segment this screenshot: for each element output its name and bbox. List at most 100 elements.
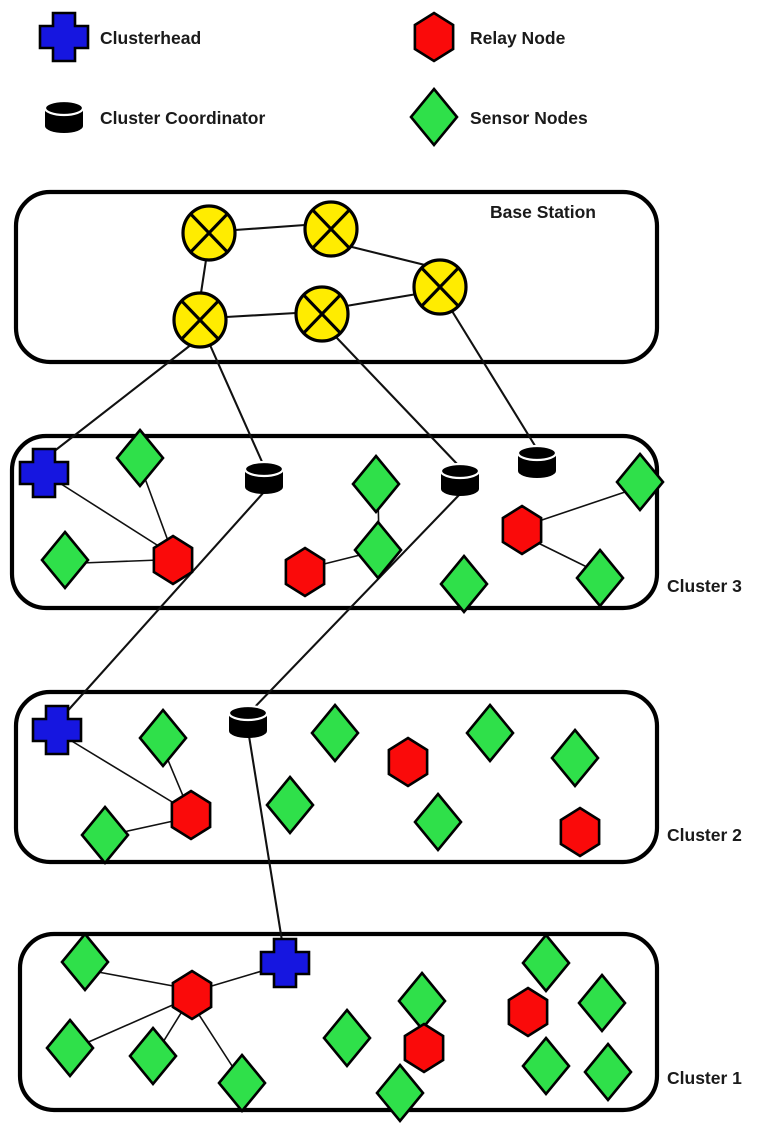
bs-node-cross-stroke (180, 299, 220, 341)
relay-node-c3-relay-1 (152, 534, 194, 586)
intra-link-cluster-3 (142, 472, 172, 550)
base-station-node (303, 200, 359, 258)
legend-label-clusterhead: Clusterhead (100, 28, 201, 48)
backhaul-link-bs4-to-c3-head (46, 342, 194, 458)
sensor-node-c3-s7 (575, 547, 625, 609)
clusterhead-c1-head (259, 937, 311, 989)
region-label-cluster-2: Cluster 2 (667, 825, 742, 845)
base-station-link (350, 245, 427, 267)
relay-node-c3-relay-3 (501, 504, 543, 556)
base-station-node (294, 285, 350, 343)
sensor-node-c2-s2 (80, 804, 130, 866)
cylinder-top (43, 99, 85, 117)
cluster-nodes-layer (18, 427, 665, 1124)
backhaul-link-bs4-to-c3-coord-a (208, 343, 265, 466)
intra-link-cluster-3 (532, 490, 629, 524)
sensor-node-c2-s7 (550, 727, 600, 789)
backhaul-link-bs5-to-c3-coord-b (334, 335, 461, 468)
base-station-nodes-layer (172, 200, 468, 349)
sensor-node-c1-s3 (128, 1025, 178, 1087)
base-station-node (181, 204, 237, 262)
relay-node-c2-relay-3 (559, 806, 601, 858)
relay-node-c2-relay-2 (387, 736, 429, 788)
hexagon-icon (413, 11, 455, 63)
base-station-link (224, 311, 298, 319)
region-label-cluster-3: Cluster 3 (667, 576, 742, 596)
sensor-node-c3-s3 (351, 453, 401, 515)
sensor-node-c1-s5 (322, 1007, 372, 1069)
clusterhead-c2-head (31, 704, 83, 756)
sensor-node-c2-s4 (265, 774, 315, 836)
backhaul-link-c3-coord-a-to-c2-head (61, 490, 266, 718)
sensor-node-c3-s5 (439, 553, 489, 615)
cylinder-top (243, 460, 285, 478)
bs-node-cross-stroke (189, 212, 229, 254)
intra-link-cluster-1 (83, 999, 185, 1045)
sensor-node-c2-s3 (310, 702, 360, 764)
bs-node-cross-stroke (311, 208, 351, 250)
legend-item-relay-node: Relay Node (413, 11, 566, 63)
legend-label-sensor-nodes: Sensor Nodes (470, 108, 588, 128)
sensor-node-c1-s9 (521, 1035, 571, 1097)
sensor-node-c3-s6 (615, 451, 665, 513)
relay-node-c1-relay-2 (507, 986, 549, 1038)
legend-item-clusterhead: Clusterhead (38, 11, 201, 63)
relay-node-c1-relay-1 (171, 969, 213, 1021)
sensor-node-c3-s1 (115, 427, 165, 489)
clusterhead-c3-head (18, 447, 70, 499)
coordinator-c3-coord-c (516, 444, 558, 478)
legend-label-relay-node: Relay Node (470, 28, 566, 48)
base-station-link (344, 292, 419, 308)
bs-node-cross-stroke (302, 293, 342, 335)
base-station-link (199, 258, 208, 295)
region-box-cluster-3 (9, 433, 660, 611)
backhaul-link-bs3-to-c3-coord-c (450, 309, 539, 451)
relay-node-c3-relay-2 (284, 546, 326, 598)
intra-link-cluster-3 (81, 559, 160, 564)
base-station-node (412, 258, 468, 316)
legend-item-cluster-coordinator: Cluster Coordinator (43, 99, 265, 133)
base-station-link (233, 223, 307, 232)
intra-link-cluster-3 (531, 539, 594, 571)
sensor-node-c1-s1 (60, 931, 110, 993)
legend-item-sensor-nodes: Sensor Nodes (409, 86, 588, 148)
cross-icon (38, 11, 90, 63)
backhaul-links-layer (46, 309, 539, 949)
sensor-node-c3-s2 (40, 529, 90, 591)
backhaul-link-c3-coord-b-to-c2-coord (248, 492, 462, 714)
legend-label-cluster-coordinator: Cluster Coordinator (100, 108, 265, 128)
intra-link-cluster-2 (118, 819, 179, 834)
cylinder-top (439, 462, 481, 480)
coordinator-c3-coord-a (243, 460, 285, 494)
intra-link-cluster-1 (193, 1006, 237, 1073)
diamond-icon (409, 86, 459, 148)
intra-link-cluster-2 (69, 739, 183, 809)
intra-link-cluster-1 (97, 971, 185, 989)
sensor-node-c1-s10 (577, 972, 627, 1034)
sensor-node-c2-s1 (138, 707, 188, 769)
sensor-node-c1-s11 (583, 1041, 633, 1103)
relay-node-c1-relay-3 (403, 1022, 445, 1074)
cylinder-icon (43, 99, 85, 133)
base-station-links-layer (199, 223, 427, 319)
sensor-node-c1-s4 (217, 1052, 267, 1114)
bs-node-cross-stroke (420, 266, 460, 308)
coordinator-c3-coord-b (439, 462, 481, 496)
cylinder-top (516, 444, 558, 462)
coordinator-c2-coord (227, 704, 269, 738)
cylinder-top (227, 704, 269, 722)
intra-link-cluster-3 (57, 481, 169, 553)
region-label-cluster-1: Cluster 1 (667, 1068, 742, 1088)
sensor-node-c2-s6 (413, 791, 463, 853)
sensor-node-c1-s8 (521, 932, 571, 994)
backhaul-link-c2-coord-to-c1-head (247, 734, 285, 949)
region-label-base-station: Base Station (490, 202, 596, 222)
sensor-node-c1-s6 (375, 1062, 425, 1124)
relay-node-c2-relay-1 (170, 789, 212, 841)
sensor-node-c2-s5 (465, 702, 515, 764)
sensor-node-c3-s4 (353, 519, 403, 581)
